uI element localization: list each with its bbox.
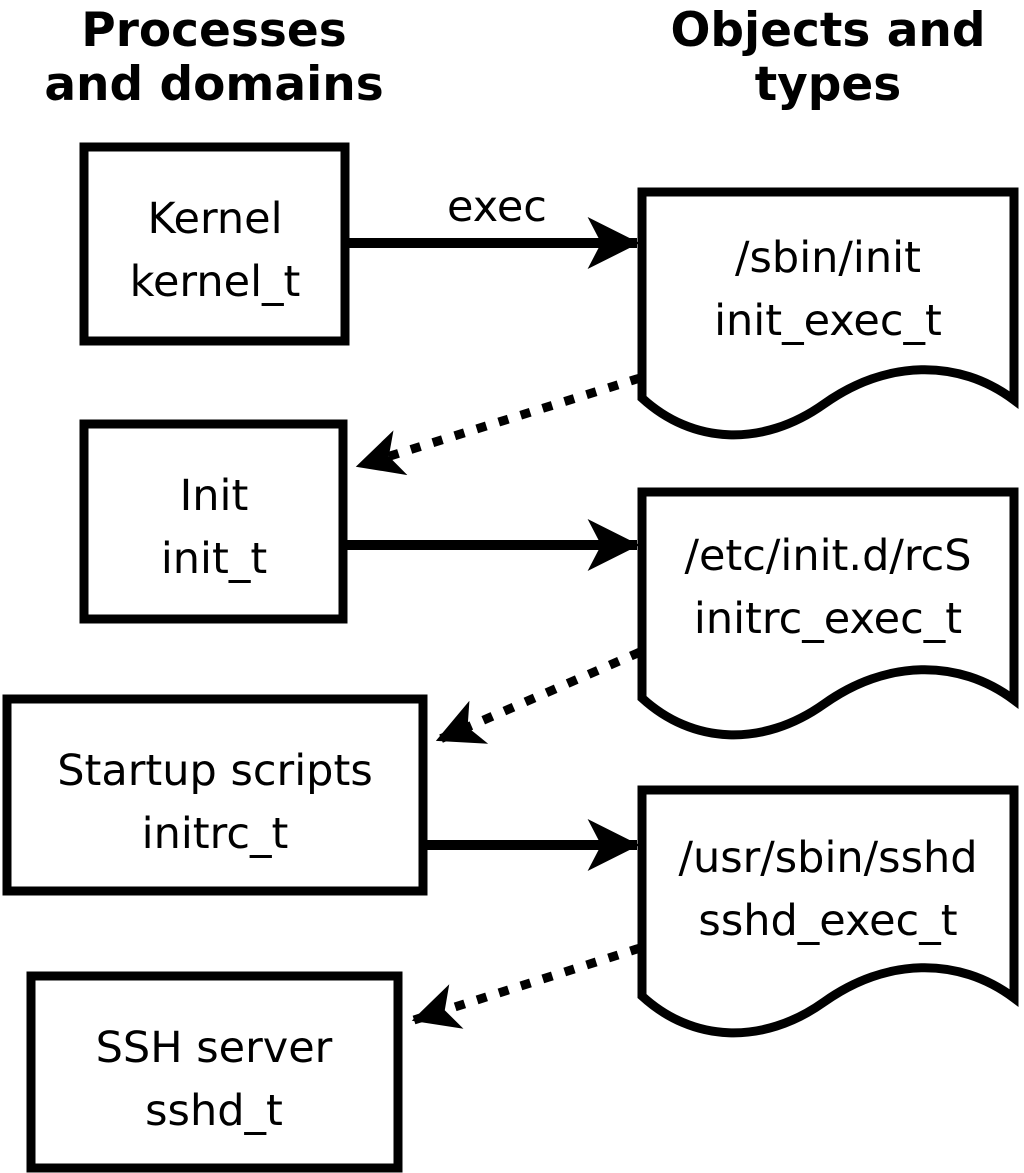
process-init-name: Init: [180, 471, 249, 521]
process-ssh-server-name: SSH server: [96, 1023, 333, 1073]
object-usr-sbin-sshd-type: sshd_exec_t: [698, 896, 957, 946]
process-init-type: init_t: [161, 534, 267, 584]
object-sbin-init-path: /sbin/init: [735, 233, 921, 283]
process-node-startup-scripts: [2, 694, 428, 896]
object-etc-initd-rcs-path: /etc/init.d/rcS: [684, 531, 971, 581]
objects-header-line1: Objects and: [670, 3, 985, 58]
process-startup-scripts-name: Startup scripts: [57, 746, 373, 796]
dotted-transition-arrow-rcs-to-startup: [435, 647, 642, 745]
processes-header-line1: Processes: [81, 3, 346, 58]
process-kernel-type: kernel_t: [130, 257, 301, 307]
object-sbin-init-type: init_exec_t: [714, 296, 942, 346]
process-ssh-server-type: sshd_t: [145, 1086, 283, 1136]
dotted-transition-arrow-sshd-to-sshserver: [411, 943, 642, 1029]
process-startup-scripts-type: initrc_t: [142, 809, 289, 859]
object-etc-initd-rcs-type: initrc_exec_t: [694, 594, 962, 644]
objects-header-line2: types: [755, 57, 902, 112]
object-node-usr-sbin-sshd: [637, 785, 1019, 1038]
object-usr-sbin-sshd-path: /usr/sbin/sshd: [678, 833, 977, 883]
object-node-sbin-init: [637, 187, 1019, 440]
object-node-etc-initd-rcs: [637, 487, 1019, 740]
process-kernel-name: Kernel: [147, 194, 282, 244]
exec-arrow-label: exec: [447, 182, 547, 232]
process-node-init: [79, 419, 348, 624]
dotted-transition-arrow-sbin-init-to-init: [355, 373, 642, 476]
process-node-kernel: [79, 142, 350, 346]
processes-header-line2: and domains: [44, 57, 383, 112]
process-node-ssh-server: [26, 971, 403, 1173]
